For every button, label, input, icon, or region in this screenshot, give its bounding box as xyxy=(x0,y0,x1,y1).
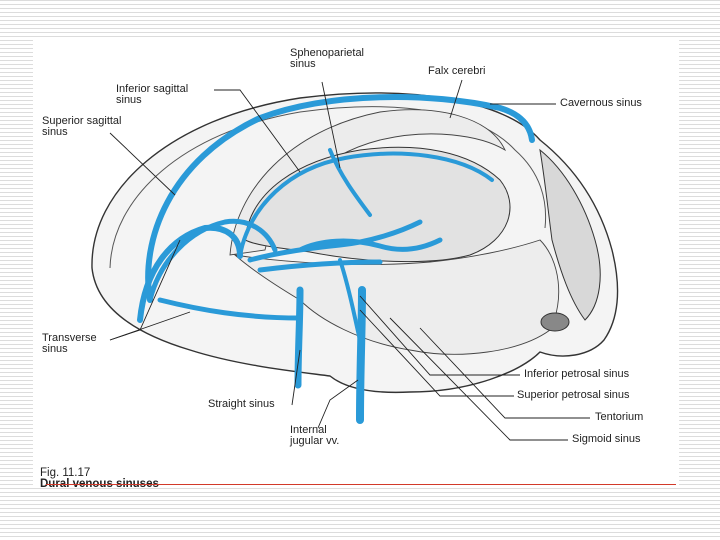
internal-jugular-path xyxy=(356,286,366,424)
skull-inner-rim xyxy=(109,106,547,269)
orbit-region xyxy=(539,148,601,321)
sigmoid-sinus-path xyxy=(294,286,304,389)
leader-sphenoparietal xyxy=(321,81,341,169)
leader-tentorium xyxy=(419,327,590,419)
eye-socket xyxy=(540,312,570,332)
label-inferior-sagittal-sinus: Inferior sagittal sinus xyxy=(116,83,189,106)
leader-inferior-petrosal xyxy=(359,295,520,376)
footer-rule xyxy=(46,484,676,485)
label-falx-cerebri: Falx cerebri xyxy=(428,65,486,77)
label-superior-sagittal-sinus: Superior sagittal sinus xyxy=(42,115,122,138)
cavernous-sinus-network xyxy=(247,219,443,273)
leader-superior-petrosal xyxy=(359,309,514,397)
inferior-sagittal-sinus-path xyxy=(238,151,494,257)
sphenoparietal-path xyxy=(328,148,372,217)
leader-sigmoid xyxy=(389,317,568,441)
superior-sagittal-sinus-path xyxy=(145,94,535,303)
leader-inferior-sagittal xyxy=(214,89,301,173)
cerebral-hemisphere xyxy=(244,146,511,263)
label-cavernous-sinus: Cavernous sinus xyxy=(560,97,642,109)
straight-sinus-path xyxy=(157,297,303,321)
leader-falx xyxy=(449,79,463,119)
label-sphenoparietal-sinus: Sphenoparietal sinus xyxy=(290,47,365,70)
transverse-sinus-path xyxy=(137,224,243,323)
leader-straight xyxy=(291,349,301,406)
figure-caption: Fig. 11.17 Dural venous sinuses xyxy=(40,457,159,490)
leader-internal-jugular xyxy=(317,379,359,429)
occipital-loop xyxy=(147,218,278,303)
label-internal-jugular: Internal jugular vv. xyxy=(290,424,340,447)
label-straight-sinus: Straight sinus xyxy=(208,398,275,410)
caption-number: Fig. 11.17 xyxy=(40,467,91,479)
label-sigmoid-sinus: Sigmoid sinus xyxy=(572,433,641,445)
label-transverse-sinus: Transverse sinus xyxy=(42,332,97,355)
label-superior-petrosal-sinus: Superior petrosal sinus xyxy=(517,389,630,401)
leader-superior-sagittal xyxy=(109,132,176,196)
label-tentorium: Tentorium xyxy=(595,411,644,423)
superior-petrosal-path xyxy=(338,258,362,342)
label-inferior-petrosal-sinus: Inferior petrosal sinus xyxy=(524,368,630,380)
leader-transverse-2 xyxy=(109,311,191,341)
